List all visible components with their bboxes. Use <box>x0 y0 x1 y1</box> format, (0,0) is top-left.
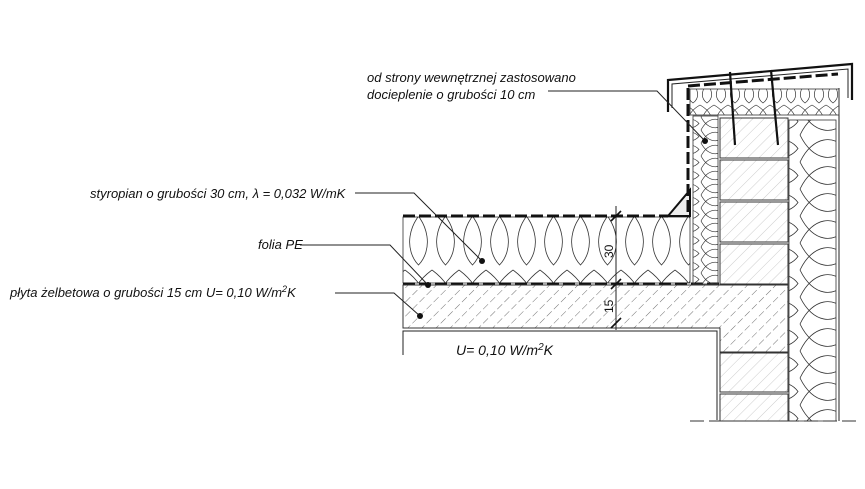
leader-dot <box>425 282 431 288</box>
anchor-bolt <box>728 71 737 146</box>
concrete-slab <box>402 284 789 353</box>
flashing-inner-line <box>671 68 849 108</box>
label-styrofoam: styropian o grubości 30 cm, λ = 0,032 W/… <box>90 186 347 201</box>
label-inner-insulation-1: od strony wewnętrznej zastosowano <box>367 70 576 85</box>
dimension-line <box>610 206 622 330</box>
parapet-flashing <box>666 62 854 112</box>
cap-membrane <box>687 72 839 88</box>
dim-slab: 15 <box>602 299 616 313</box>
leader-slab <box>335 292 421 317</box>
ceiling-line <box>402 330 718 420</box>
leader-dot <box>479 258 485 264</box>
dim-insulation: 30 <box>602 244 616 258</box>
parapet-top-insulation <box>689 88 840 116</box>
anchor-bolt <box>769 69 780 146</box>
label-slab: płyta żelbetowa o grubości 15 cm U= 0,10… <box>9 284 297 300</box>
outer-wall-insulation <box>788 119 837 422</box>
leader-dot <box>417 313 423 319</box>
label-foil: folia PE <box>258 237 303 252</box>
leader-foil <box>300 244 429 286</box>
leader-inner-insulation <box>548 90 706 142</box>
inner-insulation-10cm <box>692 115 719 285</box>
label-inner-insulation-2: docieplenie o grubości 10 cm <box>367 87 536 102</box>
leader-styrofoam <box>355 192 483 262</box>
fillet-wedge <box>665 187 691 217</box>
u-value-label: U= 0,10 W/m2K <box>456 342 554 358</box>
styrofoam-layer <box>402 216 691 284</box>
leader-dot <box>702 138 708 144</box>
wall-blocks <box>719 117 789 422</box>
